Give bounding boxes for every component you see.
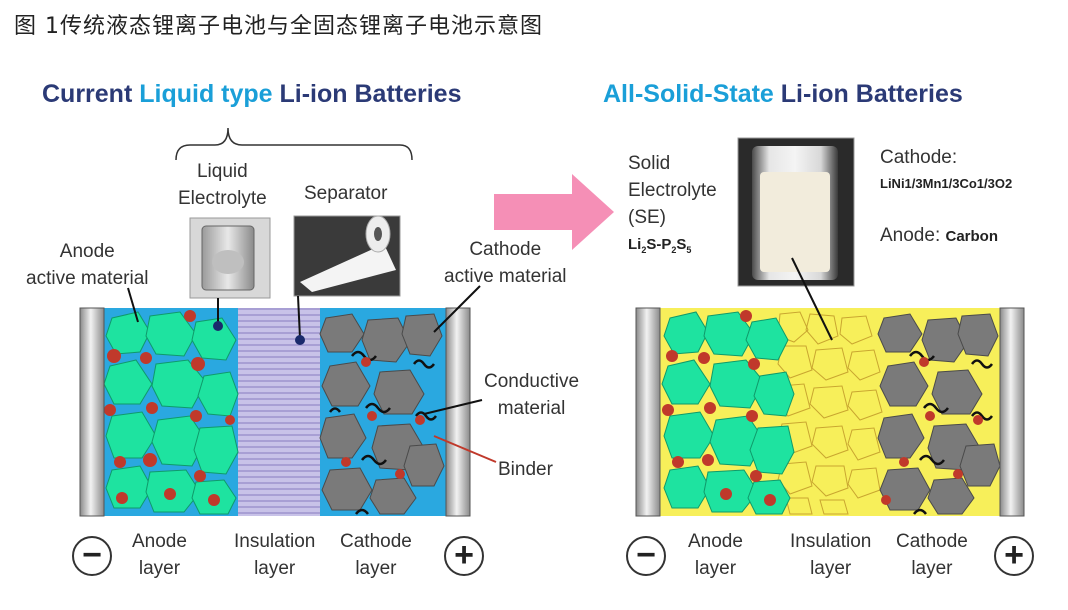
liquid-label-line1: Liquid [196,161,248,182]
cathode-active-material-label: Cathode active material [444,236,567,290]
solid-electrolyte-photo [737,137,855,287]
cathode-label: Cathode: [880,147,958,168]
left-anode-layer-line1: Anode [132,531,187,552]
cathode-label-line1: Cathode [469,239,542,260]
left-anode-collector [79,307,105,517]
right-se-grains [775,311,883,515]
right-insulation-layer-label: Insulation layer [790,528,871,582]
se-label-line2: Electrolyte [628,180,717,201]
left-cathode-dots [341,357,425,479]
left-insulation-layer-line1: Insulation [234,531,316,552]
left-anode-layer-line2: layer [138,558,181,579]
left-anode-layer-label: Anode layer [132,528,187,582]
right-cathode-layer-label: Cathode layer [896,528,968,582]
right-anode-layer-label: Anode layer [688,528,743,582]
bracket [175,127,413,161]
left-cathode-layer-label: Cathode layer [340,528,412,582]
right-minus-terminal: − [626,536,666,576]
right-cathode-layer-line2: layer [911,558,953,579]
se-pointer-line [791,257,833,341]
right-cathode-layer-line1: Cathode [896,531,968,552]
transition-arrow [494,174,614,250]
right-plus-terminal: + [994,536,1034,576]
left-cathode-layer-line2: layer [355,558,397,579]
liquid-label-line2: Electrolyte [178,188,267,209]
separator-label: Separator [304,183,388,204]
left-insulation-layer-line2: layer [254,558,296,579]
anode-prefix: Anode: [880,225,946,246]
se-label-line3: (SE) [628,207,666,228]
left-minus-terminal: − [72,536,112,576]
right-anode-collector [635,307,661,517]
right-title: All-Solid-State Li-ion Batteries [603,80,963,109]
right-title-part1: All-Solid-State [603,80,774,108]
conductive-material-label: Conductive material [484,368,579,422]
right-cathode-dots [881,357,983,505]
separator-photo [293,215,401,297]
right-anode-dots [662,310,776,506]
left-title-part2: Liquid type [139,80,273,108]
right-anode-layer-line2: layer [694,558,737,579]
left-anode-conductive-dots [104,310,235,506]
anode-label-line1: Anode [59,241,115,262]
conductive-label-line1: Conductive [484,371,580,392]
anode-label-line2: active material [26,268,149,289]
left-cathode-collector [445,307,471,517]
left-title: Current Liquid type Li-ion Batteries [42,80,461,109]
right-cathode-binder [909,350,994,515]
conductive-label-line2: material [497,398,566,419]
left-pointer-dots [213,321,305,345]
left-pointer-lines [127,285,497,463]
se-formula: Li2S-P2S5 [628,236,692,255]
left-title-part1: Current [42,80,140,108]
left-plus-terminal: + [444,536,484,576]
right-title-part2: Li-ion Batteries [773,80,963,108]
binder-label: Binder [498,459,553,480]
left-cathode-binder [328,350,438,515]
right-anode-particles [661,311,795,515]
left-title-part3: Li-ion Batteries [272,80,462,108]
right-insulation-layer-line1: Insulation [790,531,872,552]
se-label-line1: Solid [628,153,671,174]
anode-material-label: Anode: Carbon [880,222,998,250]
left-cathode-particles [319,313,445,515]
cathode-label-line2: active material [444,266,567,287]
right-cathode-collector [999,307,1025,517]
liquid-electrolyte-label: Liquid Electrolyte [178,158,267,212]
left-separator-region [238,308,320,516]
solid-electrolyte-label: Solid Electrolyte (SE) [628,150,717,231]
right-cathode-particles [877,313,1001,515]
right-anode-layer-line1: Anode [688,531,743,552]
left-insulation-layer-label: Insulation layer [234,528,315,582]
left-cathode-layer-line1: Cathode [340,531,412,552]
figure-caption: 图 1传统液态锂离子电池与全固态锂离子电池示意图 [14,14,543,39]
cathode-formula: LiNi1/3Mn1/3Co1/3O2 [880,176,1013,191]
anode-value: Carbon [945,228,999,245]
liquid-electrolyte-photo [189,217,271,299]
anode-active-material-label: Anode active material [26,238,149,292]
right-insulation-layer-line2: layer [810,558,852,579]
